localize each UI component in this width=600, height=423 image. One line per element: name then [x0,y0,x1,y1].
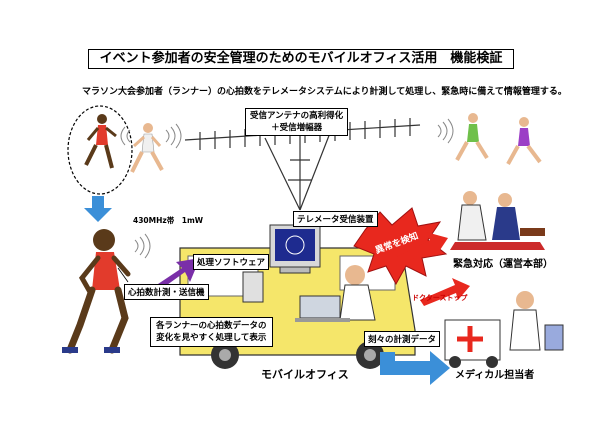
runner-dark-figure [84,114,117,169]
medical-scene [444,291,564,368]
main-runner-waves [134,233,151,259]
doctor-stop-arrow [420,278,470,306]
realtime-data-label: 刻々の計測データ [364,331,441,347]
software-label: 処理ソフトウェア [193,254,270,270]
telemeter-computer [242,224,321,303]
operator-figure [295,265,376,322]
data-flow-arrow [130,258,200,290]
frequency-label: 430MHz帯 1mW [133,216,204,225]
runner-highlight-ellipse [67,105,133,195]
radio-waves-left [120,123,182,149]
zoom-down-arrow [84,196,112,222]
heart-rate-meter-label: 心拍数計測・送信機 [124,284,209,300]
heart-meter-pointer [117,267,129,283]
doctor-stop-label: ドクターストップ [412,294,468,302]
anomaly-arrow [395,232,448,266]
mobile-office-label: モバイルオフィス [261,368,349,381]
medical-staff-label: メディカル担当者 [455,370,535,381]
display-note-label: 各ランナーの心拍数データの 変化を見やすく処理して表示 [150,317,273,347]
anomaly-burst [353,207,448,286]
realtime-data-arrow [380,351,450,385]
runner-green-figure [455,113,489,161]
radio-waves-right [437,118,454,144]
emergency-label: 緊急対応（運営本部） [453,259,553,270]
page-title: イベント参加者の安全管理のためのモバイルオフィス活用 機能検証 [88,49,514,69]
emergency-scene [450,191,545,250]
runner-white-figure [130,123,164,173]
page-subtitle: マラソン大会参加者（ランナー）の心拍数をテレメータシステムにより計測して処理し、… [82,87,567,97]
main-runner-figure [62,229,131,354]
telemeter-receiver-label: テレメータ受信装置 [293,211,378,227]
runner-purple-figure [506,117,542,165]
antenna-label: 受信アンテナの高利得化 ＋受信増幅器 [245,108,349,136]
